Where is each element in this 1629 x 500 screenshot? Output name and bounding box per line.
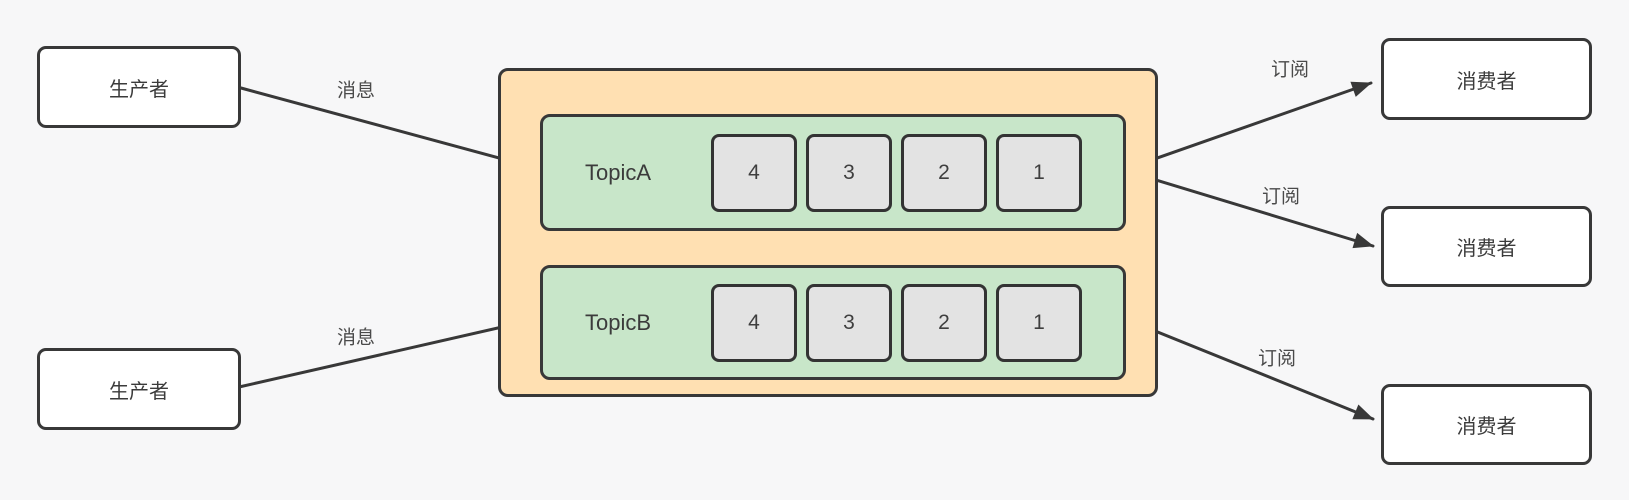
topic-a-queue: 4 3 2 1 [711,133,1082,212]
topic-a-cell: 2 [901,133,987,212]
consumer-3-label: 消费者 [1456,416,1517,438]
topic-b-cell-value: 1 [1033,310,1045,334]
edge-producer1-to-topicA [239,86,538,171]
topic-a-cell: 1 [996,133,1082,212]
topic-a-row: TopicA 4 3 2 1 [540,114,1126,231]
topic-b-cell: 3 [806,283,892,362]
producer-1-node: 生产者 [37,46,241,128]
topic-a-cell-value: 1 [1033,160,1045,184]
topic-b-cell: 2 [901,283,987,362]
edge-topicB-to-consumer3 [1121,316,1375,421]
message-edge-label: 消息 [336,80,376,102]
consumer-2-label: 消费者 [1456,238,1517,260]
edge-producer2-to-topicB [237,316,535,389]
topic-a-cell-value: 2 [938,160,950,184]
topic-b-name: TopicB [585,309,652,335]
topic-b-cell-value: 3 [843,310,855,334]
subscribe-edge-label: 订阅 [1270,59,1310,81]
message-edge-label: 消息 [336,327,376,349]
subscribe-edge-label: 订阅 [1261,186,1301,208]
topic-a-name: TopicA [585,159,652,185]
producer-1-label: 生产者 [109,78,169,101]
edge-topicA-to-consumer2 [1121,168,1375,249]
topic-a-cell: 4 [711,133,797,212]
topic-b-queue: 4 3 2 1 [711,283,1082,362]
edge-topicA-to-consumer1 [1121,81,1373,172]
topic-a-cell-value: 4 [748,160,760,184]
producer-2-label: 生产者 [109,380,169,403]
consumer-3-node: 消费者 [1381,384,1592,465]
consumer-2-node: 消费者 [1381,206,1592,287]
producer-2-node: 生产者 [37,348,241,430]
topic-b-row: TopicB 4 3 2 1 [540,265,1126,380]
broker-container: TopicA 4 3 2 1 TopicB 4 [498,68,1158,397]
topic-a-cell: 3 [806,133,892,212]
topic-b-cell-value: 4 [748,310,760,334]
topic-b-cell: 1 [996,283,1082,362]
topic-b-cell: 4 [711,283,797,362]
topic-b-cell-value: 2 [938,310,950,334]
consumer-1-node: 消费者 [1381,38,1592,120]
subscribe-edge-label: 订阅 [1257,348,1297,370]
topic-a-cell-value: 3 [843,160,855,184]
consumer-1-label: 消费者 [1456,70,1517,93]
